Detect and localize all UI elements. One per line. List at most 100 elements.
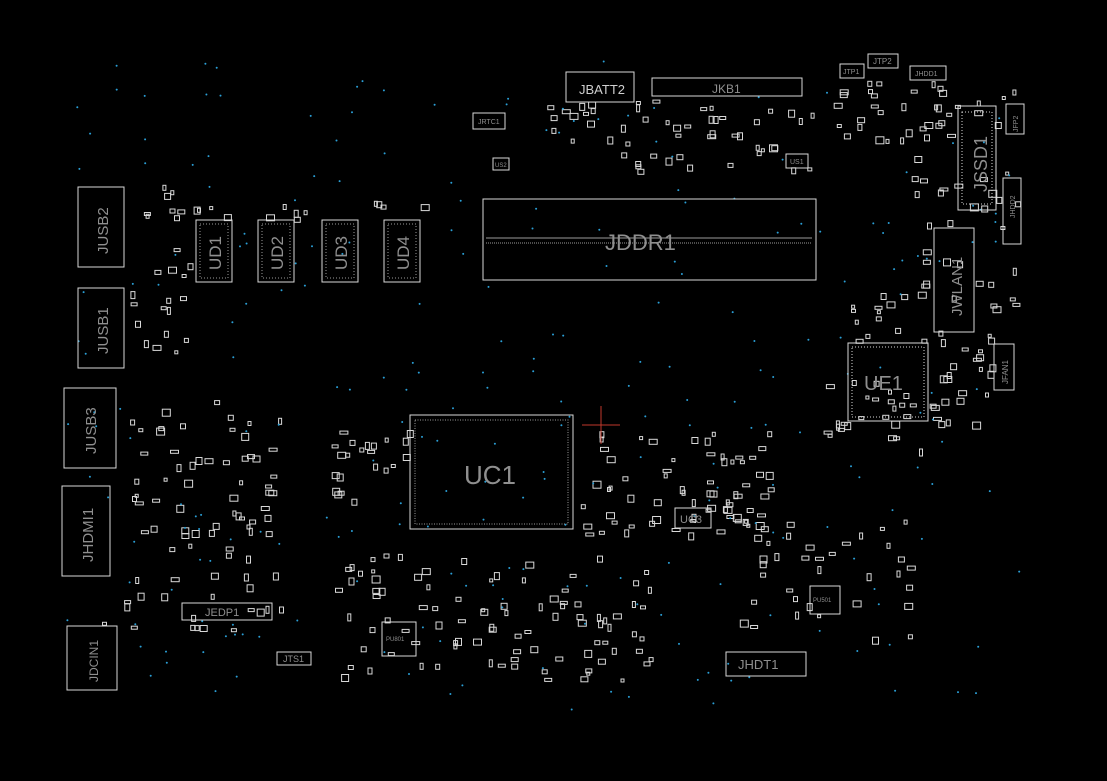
jusb3-label: JUSB3 <box>83 407 100 454</box>
via <box>133 540 136 543</box>
memory-ud1[interactable]: UD1 <box>195 219 233 283</box>
connector-jwlan1[interactable]: JWLAN1 <box>933 227 975 333</box>
passive-component <box>627 494 635 503</box>
passive-component <box>642 116 649 123</box>
via <box>757 96 760 99</box>
passive-component <box>653 499 662 507</box>
connector-jts1[interactable]: JTS1 <box>276 651 312 666</box>
passive-component <box>347 613 352 622</box>
connector-jrtc1[interactable]: JRTC1 <box>472 112 506 130</box>
passive-component <box>588 101 597 109</box>
via <box>572 120 575 122</box>
port-jhdmi1[interactable]: JHDMI1 <box>61 485 111 577</box>
passive-component <box>384 437 389 443</box>
memory-ud4[interactable]: UD4 <box>383 219 421 283</box>
chip-pu501[interactable]: PU501 <box>809 585 841 615</box>
via <box>129 437 132 440</box>
jhdmi1-label: JHDMI1 <box>80 508 97 562</box>
passive-component <box>247 421 252 426</box>
via <box>655 140 658 143</box>
passive-component <box>586 671 591 676</box>
chip-uc3[interactable]: UC3 <box>674 507 712 529</box>
via <box>224 635 227 638</box>
connector-jedp1[interactable]: JEDP1 <box>181 602 273 621</box>
ud3-label: UD3 <box>332 236 351 270</box>
via <box>627 114 630 117</box>
passive-component <box>891 420 901 429</box>
passive-component <box>426 584 431 591</box>
passive-component <box>974 110 984 117</box>
passive-component <box>879 526 885 531</box>
passive-component <box>996 196 1003 204</box>
passive-component <box>946 372 952 379</box>
memory-ud2[interactable]: UD2 <box>257 219 295 283</box>
passive-component <box>268 447 278 452</box>
passive-component <box>709 490 718 498</box>
chip-us2[interactable]: US2 <box>492 157 510 171</box>
via <box>461 684 464 687</box>
passive-component <box>225 552 232 559</box>
passive-component <box>376 201 383 209</box>
cpu-uc1[interactable]: UC1 <box>409 414 574 530</box>
connector-jfan1[interactable]: JFAN1 <box>993 343 1015 391</box>
testpoint-jtp1[interactable]: JTP1 <box>839 63 865 79</box>
passive-component <box>836 124 842 128</box>
passive-component <box>620 124 626 133</box>
connector-jhdd1[interactable]: JHDD1 <box>909 65 947 81</box>
passive-component <box>166 306 171 315</box>
connector-jhdt1[interactable]: JHDT1 <box>725 651 807 677</box>
passive-component <box>665 157 673 166</box>
via <box>382 89 385 92</box>
via <box>341 252 344 255</box>
testpoint-jtp2[interactable]: JTP2 <box>867 53 899 69</box>
passive-component <box>839 92 848 99</box>
memory-ud3[interactable]: UD3 <box>321 219 359 283</box>
passive-component <box>453 643 458 650</box>
connector-jhdd2[interactable]: JHDD2 <box>1002 177 1022 245</box>
passive-component <box>734 519 742 524</box>
via <box>194 515 197 518</box>
passive-component <box>132 496 137 502</box>
passive-component <box>961 347 969 352</box>
port-jusb3[interactable]: JUSB3 <box>63 387 117 469</box>
via <box>873 588 876 590</box>
passive-component <box>585 668 593 674</box>
passive-component <box>341 674 350 682</box>
passive-component <box>827 433 833 438</box>
passive-component <box>246 524 251 530</box>
passive-component <box>739 619 749 628</box>
passive-component <box>875 136 885 145</box>
port-jusb1[interactable]: JUSB1 <box>77 287 125 369</box>
via <box>201 620 204 623</box>
chip-pu801[interactable]: PU801 <box>381 621 417 657</box>
passive-component <box>636 104 641 113</box>
via <box>799 431 801 434</box>
chip-ue1[interactable]: UE1 <box>847 342 929 422</box>
connector-jfp2[interactable]: JFP2 <box>1005 103 1025 135</box>
via <box>994 240 997 243</box>
passive-component <box>941 398 950 406</box>
via <box>405 388 408 391</box>
passive-component <box>872 636 879 645</box>
via <box>707 671 710 674</box>
via <box>89 132 92 135</box>
passive-component <box>256 608 265 617</box>
via <box>916 255 919 257</box>
port-jdcin1[interactable]: JDCIN1 <box>66 625 118 691</box>
passive-component <box>169 208 176 214</box>
passive-component <box>143 340 149 349</box>
passive-component <box>569 112 579 120</box>
connector-jbatt2[interactable]: JBATT2 <box>565 71 635 103</box>
via <box>174 253 177 256</box>
via <box>888 643 891 646</box>
connector-jssd1[interactable]: JSSD1 <box>957 105 997 211</box>
passive-component <box>590 108 596 115</box>
via <box>184 526 186 529</box>
passive-component <box>903 519 908 525</box>
connector-jkb1[interactable]: JKB1 <box>651 77 803 97</box>
port-jusb2[interactable]: JUSB2 <box>77 186 125 268</box>
slot-jddr1[interactable]: JDDR1 <box>482 198 817 281</box>
chip-us1[interactable]: US1 <box>785 153 809 169</box>
via <box>508 567 511 569</box>
